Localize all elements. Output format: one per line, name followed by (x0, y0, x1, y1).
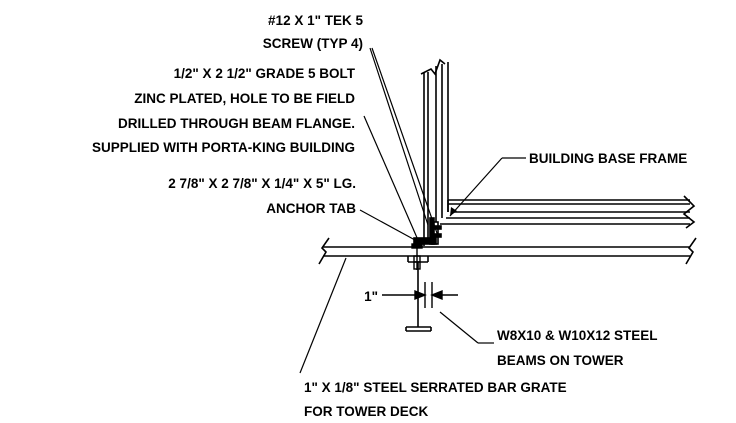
bolt-note-line-3: DRILLED THROUGH BEAM FLANGE. (118, 116, 355, 131)
grate-note-line-1: 1" X 1/8" STEEL SERRATED BAR GRATE (304, 380, 567, 395)
bolt-note-line-1: 1/2" X 2 1/2" GRADE 5 BOLT (174, 66, 356, 81)
anchor-tab-line-1: 2 7/8" X 2 7/8" X 1/4" X 5" LG. (168, 176, 356, 191)
base-frame-note: BUILDING BASE FRAME (529, 151, 687, 166)
leader-arrowheads (450, 207, 457, 216)
bolt (411, 243, 423, 270)
anchor-tab (413, 217, 439, 245)
tek-screw-note: #12 X 1" TEK 5 SCREW (TYP 4) (263, 13, 364, 51)
building-base-frame (440, 195, 696, 229)
bolt-note: 1/2" X 2 1/2" GRADE 5 BOLT ZINC PLATED, … (92, 66, 356, 155)
building-wall (420, 58, 449, 246)
beams-note: W8X10 & W10X12 STEEL BEAMS ON TOWER (497, 328, 658, 368)
tek-screw-line-1: #12 X 1" TEK 5 (268, 13, 363, 28)
tek-screw-line-2: SCREW (TYP 4) (263, 36, 363, 51)
beams-note-line-1: W8X10 & W10X12 STEEL (497, 328, 658, 343)
gap-dimension-label: 1" (364, 289, 378, 304)
leader-lines (299, 47, 526, 374)
anchor-tab-note: 2 7/8" X 2 7/8" X 1/4" X 5" LG. ANCHOR T… (168, 176, 356, 216)
beams-note-line-2: BEAMS ON TOWER (497, 353, 624, 368)
anchor-tab-line-2: ANCHOR TAB (266, 201, 356, 216)
bolt-note-line-4: SUPPLIED WITH PORTA-KING BUILDING (92, 140, 355, 155)
gap-dimension (382, 282, 458, 308)
grate-note-line-2: FOR TOWER DECK (304, 404, 428, 419)
bolt-note-line-2: ZINC PLATED, HOLE TO BE FIELD (134, 91, 355, 106)
grate-note: 1" X 1/8" STEEL SERRATED BAR GRATE FOR T… (304, 380, 567, 419)
bar-grate (318, 237, 697, 265)
